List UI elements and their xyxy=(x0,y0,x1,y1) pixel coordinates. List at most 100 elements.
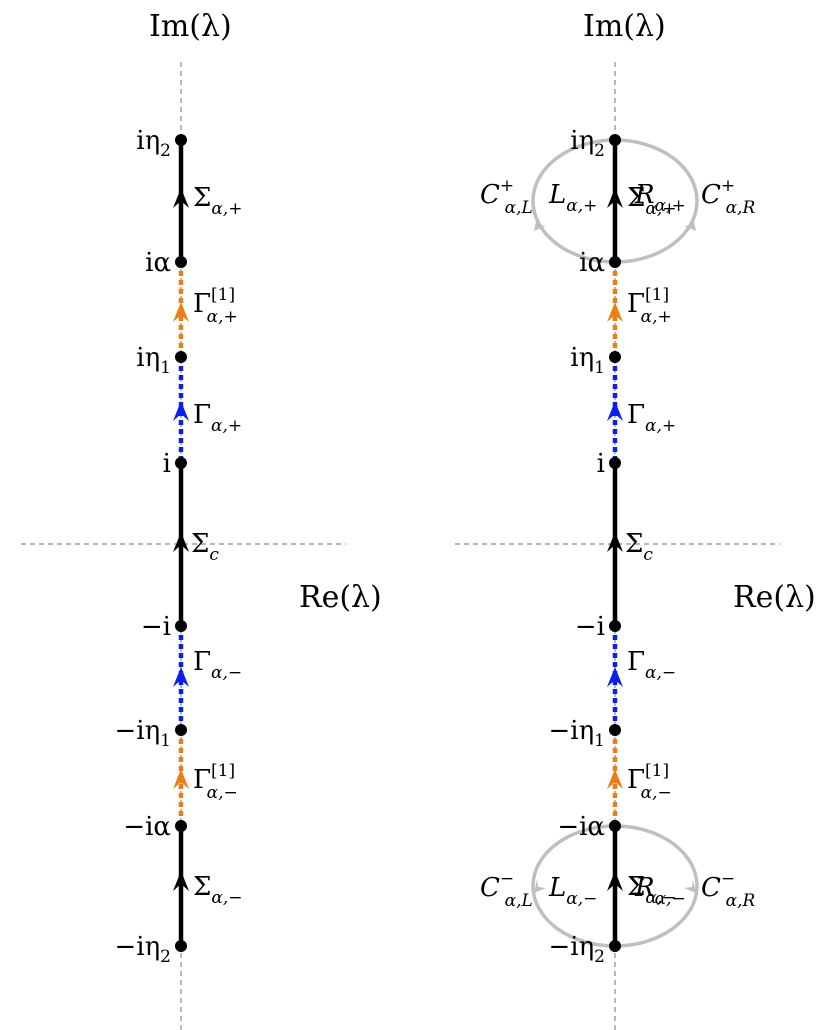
right-label-L-alpha-minus-main: L xyxy=(548,873,566,903)
left-point-label-neg-i-alpha-main: −iα xyxy=(123,812,171,842)
left-point-label-i-eta2-main: iη xyxy=(136,126,160,156)
right-re-axis-label: Re(λ) xyxy=(733,580,816,615)
right-arrow-sigma-alpha-plus xyxy=(607,188,623,208)
right-point-label-i-alpha-main: iα xyxy=(579,248,605,278)
right-point-neg-i xyxy=(609,620,621,632)
right-point-label-neg-i-eta1: −iη1 xyxy=(548,716,605,751)
right-label-gamma1-alpha-plus: Γ[1]α,+ xyxy=(627,285,672,327)
right-loop-plus-left-arrow xyxy=(534,217,546,231)
right-point-label-neg-i-eta1-main: −iη xyxy=(548,716,594,746)
right-point-neg-i-eta1 xyxy=(609,724,621,736)
right-label-c-alpha-R-plus-sub: α,R xyxy=(726,198,756,218)
right-label-sigma-alpha-minus: Σα,− xyxy=(627,872,677,908)
left-label-gamma1-alpha-plus-sup: [1] xyxy=(211,285,235,305)
right-point-label-neg-i-eta2-main: −iη xyxy=(548,932,594,962)
right-label-gamma1-alpha-plus-sub: α,+ xyxy=(641,307,672,327)
left-label-sigma-alpha-minus-sub: α,− xyxy=(211,888,242,908)
right-label-R-alpha-plus-main: R xyxy=(634,180,655,210)
right-label-L-alpha-minus: Lα,− xyxy=(548,873,597,909)
right-label-R-alpha-minus-sub: α,− xyxy=(655,889,686,909)
right-label-gamma-alpha-minus-sub: α,− xyxy=(645,663,676,683)
right-point-label-neg-i-eta2: −iη2 xyxy=(548,932,605,967)
left-label-sigma-alpha-plus-main: Σ xyxy=(193,183,211,213)
right-point-i-eta1 xyxy=(609,351,621,363)
left-label-gamma1-alpha-plus: Γ[1]α,+ xyxy=(193,285,238,327)
left-point-label-neg-i: −i xyxy=(141,612,171,642)
left-point-label-neg-i-main: −i xyxy=(141,612,171,642)
left-label-gamma1-alpha-plus-sub: α,+ xyxy=(207,307,238,327)
left-point-label-i-alpha-main: iα xyxy=(145,248,171,278)
left-panel: Im(λ)Re(λ)iη2iαiη1i−i−iη1−iα−iη2Σα,+Γ[1]… xyxy=(21,9,382,1030)
right-label-R-alpha-minus: Rα,− xyxy=(634,873,686,909)
right-label-sigma-c-main: Σ xyxy=(625,529,643,559)
left-label-gamma-alpha-plus-sub: α,+ xyxy=(211,416,242,436)
left-label-sigma-alpha-plus-sub: α,+ xyxy=(211,199,242,219)
right-label-gamma1-alpha-minus: Γ[1]α,− xyxy=(627,761,672,803)
left-point-label-neg-i-eta2-main: −iη xyxy=(114,932,160,962)
right-label-c-alpha-L-plus-sup: + xyxy=(500,176,514,196)
right-label-gamma1-alpha-plus-main: Γ xyxy=(627,289,645,319)
right-label-gamma1-alpha-minus-sup: [1] xyxy=(645,761,669,781)
left-label-sigma-alpha-plus: Σα,+ xyxy=(193,183,243,219)
right-point-label-i-eta1-sub: 1 xyxy=(594,358,605,378)
right-loop-plus-right-arrow xyxy=(684,217,696,231)
right-point-label-neg-i-eta1-sub: 1 xyxy=(594,731,605,751)
right-arrow-gamma1-alpha-plus xyxy=(607,302,623,322)
right-point-label-i-alpha: iα xyxy=(579,248,605,278)
left-point-i-eta1 xyxy=(175,351,187,363)
left-point-i xyxy=(175,457,187,469)
left-label-sigma-c: Σc xyxy=(191,529,219,565)
left-point-label-neg-i-eta2: −iη2 xyxy=(114,932,171,967)
right-label-R-alpha-minus-main: R xyxy=(634,873,655,903)
left-point-i-alpha xyxy=(175,256,187,268)
right-label-L-alpha-minus-sub: α,− xyxy=(566,889,597,909)
right-label-L-alpha-plus: Lα,+ xyxy=(548,180,597,216)
left-point-label-neg-i-eta2-sub: 2 xyxy=(160,947,171,967)
right-loop-minus-left-arrow xyxy=(534,879,546,893)
left-label-sigma-c-main: Σ xyxy=(191,529,209,559)
left-point-label-i-eta2-sub: 2 xyxy=(160,141,171,161)
right-label-c-alpha-R-plus: C+α,R xyxy=(701,176,756,218)
left-point-neg-i-eta2 xyxy=(175,940,187,952)
right-label-c-alpha-L-plus-main: C xyxy=(480,180,500,210)
right-label-sigma-c-sub: c xyxy=(643,545,653,565)
right-label-L-alpha-plus-sub: α,+ xyxy=(566,196,597,216)
right-panel: Im(λ)Re(λ)iη2iαiη1i−i−iη1−iα−iη2Σα,+Γ[1]… xyxy=(455,9,816,1030)
right-label-gamma1-alpha-minus-main: Γ xyxy=(627,765,645,795)
left-point-neg-i xyxy=(175,620,187,632)
left-arrow-sigma-alpha-minus xyxy=(173,871,189,891)
right-point-label-i-eta1-main: iη xyxy=(570,343,594,373)
right-label-c-alpha-L-minus-sub: α,L xyxy=(505,891,533,911)
right-label-L-alpha-plus-main: L xyxy=(548,180,566,210)
right-point-neg-i-alpha xyxy=(609,820,621,832)
right-point-label-i: i xyxy=(597,449,605,479)
right-point-label-i-main: i xyxy=(597,449,605,479)
left-label-gamma-alpha-plus: Γα,+ xyxy=(193,400,242,436)
left-re-axis-label: Re(λ) xyxy=(299,580,382,615)
right-label-sigma-c: Σc xyxy=(625,529,653,565)
left-point-label-i-alpha: iα xyxy=(145,248,171,278)
left-arrow-sigma-alpha-plus xyxy=(173,188,189,208)
left-point-label-i: i xyxy=(163,449,171,479)
left-label-gamma1-alpha-plus-main: Γ xyxy=(193,289,211,319)
left-label-gamma1-alpha-minus-main: Γ xyxy=(193,765,211,795)
right-point-i-eta2 xyxy=(609,134,621,146)
left-point-label-neg-i-eta1-main: −iη xyxy=(114,716,160,746)
left-label-gamma-alpha-minus: Γα,− xyxy=(193,647,242,683)
right-label-c-alpha-R-minus-sup: − xyxy=(721,869,735,889)
left-point-label-neg-i-alpha: −iα xyxy=(123,812,171,842)
right-point-label-neg-i-alpha: −iα xyxy=(557,812,605,842)
left-label-gamma-alpha-minus-sub: α,− xyxy=(211,663,242,683)
left-arrow-gamma1-alpha-plus xyxy=(173,302,189,322)
right-point-label-i-eta2-sub: 2 xyxy=(594,141,605,161)
right-label-sigma-alpha-plus-sub: α,+ xyxy=(645,199,676,219)
left-arrow-gamma-alpha-minus xyxy=(173,667,189,687)
left-point-label-i-eta1-sub: 1 xyxy=(160,358,171,378)
right-label-gamma1-alpha-plus-sup: [1] xyxy=(645,285,669,305)
right-label-c-alpha-R-minus: C−α,R xyxy=(701,869,756,911)
left-label-gamma1-alpha-minus: Γ[1]α,− xyxy=(193,761,238,803)
right-label-c-alpha-R-minus-sub: α,R xyxy=(726,891,756,911)
left-point-label-i-eta1-main: iη xyxy=(136,343,160,373)
left-arrow-gamma1-alpha-minus xyxy=(173,769,189,789)
